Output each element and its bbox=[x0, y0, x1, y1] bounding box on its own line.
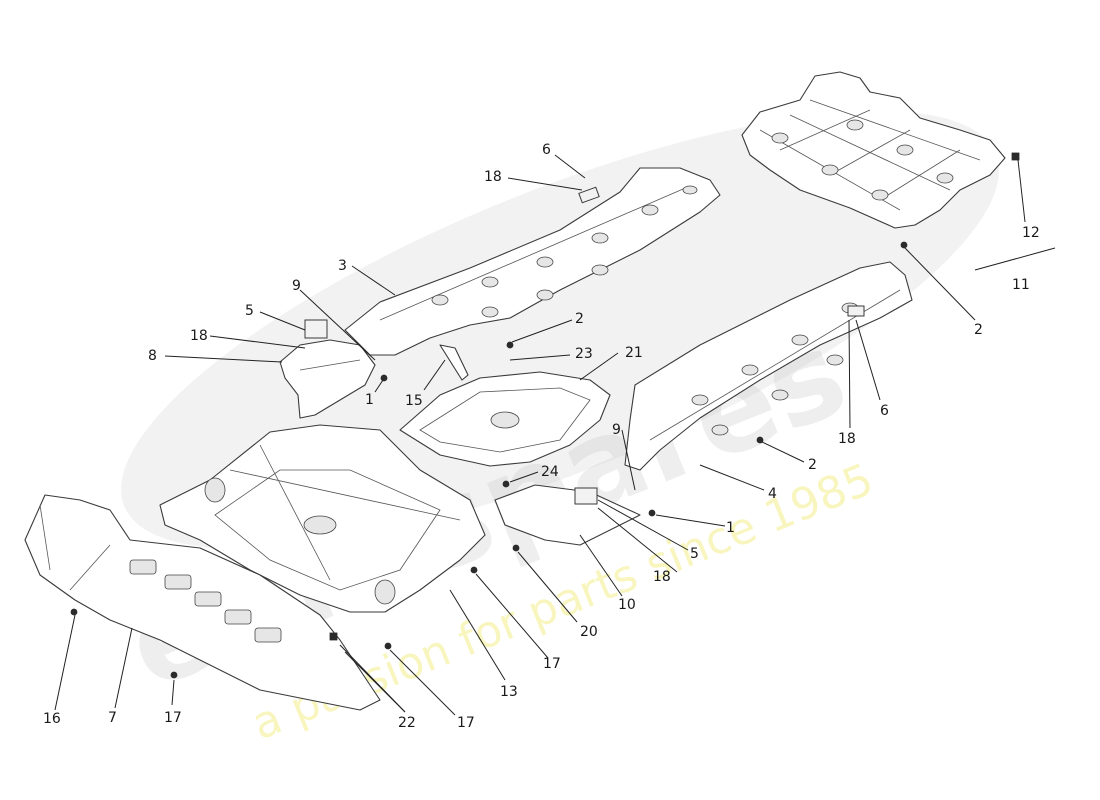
callout-18-b: 18 bbox=[190, 328, 208, 344]
part-rear-underbody-panel bbox=[741, 71, 1006, 229]
callout-5-a: 5 bbox=[245, 303, 254, 319]
callout-2-a: 2 bbox=[575, 311, 584, 327]
callout-9-b: 9 bbox=[612, 422, 621, 438]
callout-1-a: 1 bbox=[365, 392, 374, 408]
part-left-side-panel bbox=[344, 167, 721, 356]
callout-20: 20 bbox=[580, 624, 598, 640]
callout-17-c: 17 bbox=[457, 715, 475, 731]
callout-18-a: 18 bbox=[484, 169, 502, 185]
callout-7: 7 bbox=[108, 710, 117, 726]
callout-labels: 1 1 2 2 2 3 4 5 5 6 6 7 8 9 9 10 11 12 1… bbox=[43, 142, 1040, 731]
callout-11: 11 bbox=[1012, 277, 1030, 293]
callout-18-c: 18 bbox=[838, 431, 856, 447]
part-right-side-panel bbox=[624, 261, 913, 471]
callout-18-d: 18 bbox=[653, 569, 671, 585]
callout-17-a: 17 bbox=[164, 710, 182, 726]
callout-16: 16 bbox=[43, 711, 61, 727]
fasteners bbox=[70, 152, 1020, 679]
part-small-plate bbox=[494, 484, 641, 546]
callout-24: 24 bbox=[541, 464, 559, 480]
callout-8: 8 bbox=[148, 348, 157, 364]
callout-3: 3 bbox=[338, 258, 347, 274]
callout-2-b: 2 bbox=[808, 457, 817, 473]
callout-1-b: 1 bbox=[726, 520, 735, 536]
callout-21: 21 bbox=[625, 345, 643, 361]
part-center-tray bbox=[399, 371, 611, 467]
callout-15: 15 bbox=[405, 393, 423, 409]
callout-6-a: 6 bbox=[542, 142, 551, 158]
callout-2-c: 2 bbox=[974, 322, 983, 338]
callout-10: 10 bbox=[618, 597, 636, 613]
leader-lines bbox=[54, 154, 1056, 716]
callout-5-b: 5 bbox=[690, 546, 699, 562]
callout-22: 22 bbox=[398, 715, 416, 731]
part-small-bracket-left bbox=[279, 319, 376, 419]
part-strap-bracket bbox=[439, 344, 469, 381]
callout-6-b: 6 bbox=[880, 403, 889, 419]
callout-17-b: 17 bbox=[543, 656, 561, 672]
callout-12: 12 bbox=[1022, 225, 1040, 241]
callout-4: 4 bbox=[768, 486, 777, 502]
callout-9-a: 9 bbox=[292, 278, 301, 294]
callout-23: 23 bbox=[575, 346, 593, 362]
callout-13: 13 bbox=[500, 684, 518, 700]
part-front-floor-panel bbox=[159, 424, 486, 613]
part-front-splash-panel bbox=[24, 494, 381, 711]
